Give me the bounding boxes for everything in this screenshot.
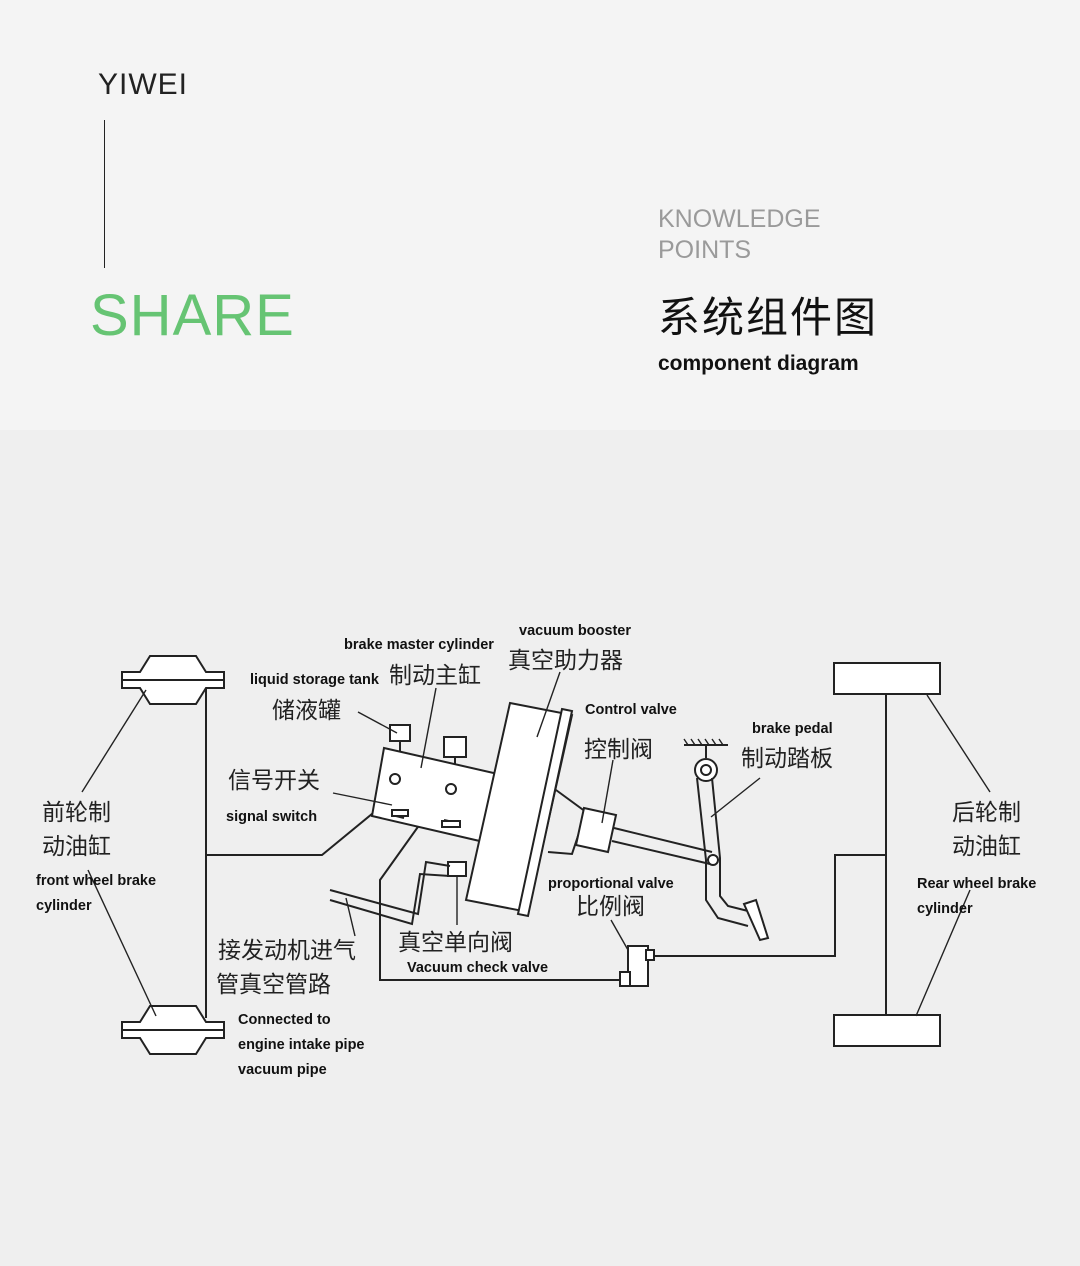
label-brake-pedal-en: brake pedal — [752, 721, 833, 737]
rear-bottom-wheel-cylinder — [833, 1014, 941, 1047]
label-liquid-storage-tank-en: liquid storage tank — [250, 672, 380, 688]
knowledge-line-2: POINTS — [658, 236, 752, 264]
label-brake-master-cylinder-en: brake master cylinder — [344, 637, 494, 653]
rear-brake-line-to-valve — [379, 795, 620, 981]
page-title-english: component diagram — [658, 352, 859, 375]
label-rear-wheel-en-2: cylinder — [917, 901, 973, 917]
label-rear-wheel-en-1: Rear wheel brake — [917, 876, 1036, 892]
label-brake-pedal-cn: 制动踏板 — [741, 746, 833, 772]
label-proportional-valve-en: proportional valve — [548, 876, 674, 892]
knowledge-points-label: KNOWLEDGE POINTS — [658, 204, 918, 266]
brake-master-cylinder — [370, 746, 500, 844]
label-front-wheel-en-1: front wheel brake — [36, 873, 156, 889]
diagram-labels: brake master cylinder 制动主缸 vacuum booste… — [36, 623, 1036, 1078]
share-heading: SHARE — [90, 283, 295, 348]
tank-cap-left — [389, 724, 411, 742]
knowledge-line-1: KNOWLEDGE — [658, 205, 821, 233]
label-vacuum-booster-cn: 真空助力器 — [508, 648, 623, 674]
rear-brake-line-to-axle — [652, 854, 886, 957]
label-vacuum-check-valve-cn: 真空单向阀 — [398, 930, 513, 956]
label-engine-intake-cn-1: 接发动机进气 — [218, 938, 356, 964]
rear-top-wheel-cylinder — [833, 662, 941, 695]
label-engine-intake-en-1: Connected to — [238, 1012, 331, 1028]
label-proportional-valve-cn: 比例阀 — [576, 894, 645, 920]
label-liquid-storage-tank-cn: 储液罐 — [272, 698, 341, 724]
front-axle — [121, 655, 225, 1055]
vacuum-booster — [464, 701, 574, 918]
label-signal-switch-en: signal switch — [226, 809, 317, 825]
brake-system-diagram: brake master cylinder 制动主缸 vacuum booste… — [36, 623, 1036, 1078]
label-engine-intake-en-3: vacuum pipe — [238, 1062, 327, 1078]
vacuum-check-valve — [329, 860, 467, 926]
label-brake-master-cylinder-cn: 制动主缸 — [389, 663, 481, 689]
label-rear-wheel-cn-1: 后轮制 — [952, 800, 1021, 826]
label-engine-intake-cn-2: 管真空管路 — [216, 972, 331, 998]
brake-lines — [206, 794, 886, 981]
label-rear-wheel-cn-2: 动油缸 — [952, 834, 1021, 860]
push-rod — [611, 827, 713, 865]
label-control-valve-en: Control valve — [585, 702, 677, 718]
brand-logo-text: YIWEI — [98, 68, 189, 101]
leader-lines — [81, 671, 991, 1017]
header-band: YIWEI SHARE KNOWLEDGE POINTS 系统组件图 compo… — [0, 0, 1080, 430]
control-valve — [547, 789, 618, 856]
vertical-divider — [104, 120, 105, 268]
page-title-chinese: 系统组件图 — [658, 293, 879, 342]
brake-pedal — [683, 738, 770, 942]
label-vacuum-booster-en: vacuum booster — [519, 623, 631, 639]
label-engine-intake-en-2: engine intake pipe — [238, 1037, 365, 1053]
label-front-wheel-cn-2: 动油缸 — [42, 834, 111, 860]
front-brake-line — [206, 794, 396, 856]
diagram-panel: brake master cylinder 制动主缸 vacuum booste… — [0, 430, 1080, 1266]
proportional-valve — [619, 945, 655, 987]
label-control-valve-cn: 控制阀 — [584, 737, 653, 763]
label-vacuum-check-valve-en: Vacuum check valve — [407, 960, 548, 976]
label-front-wheel-en-2: cylinder — [36, 898, 92, 914]
label-front-wheel-cn-1: 前轮制 — [42, 800, 111, 826]
label-signal-switch-cn: 信号开关 — [228, 768, 320, 794]
tank-cap-right — [443, 736, 467, 758]
